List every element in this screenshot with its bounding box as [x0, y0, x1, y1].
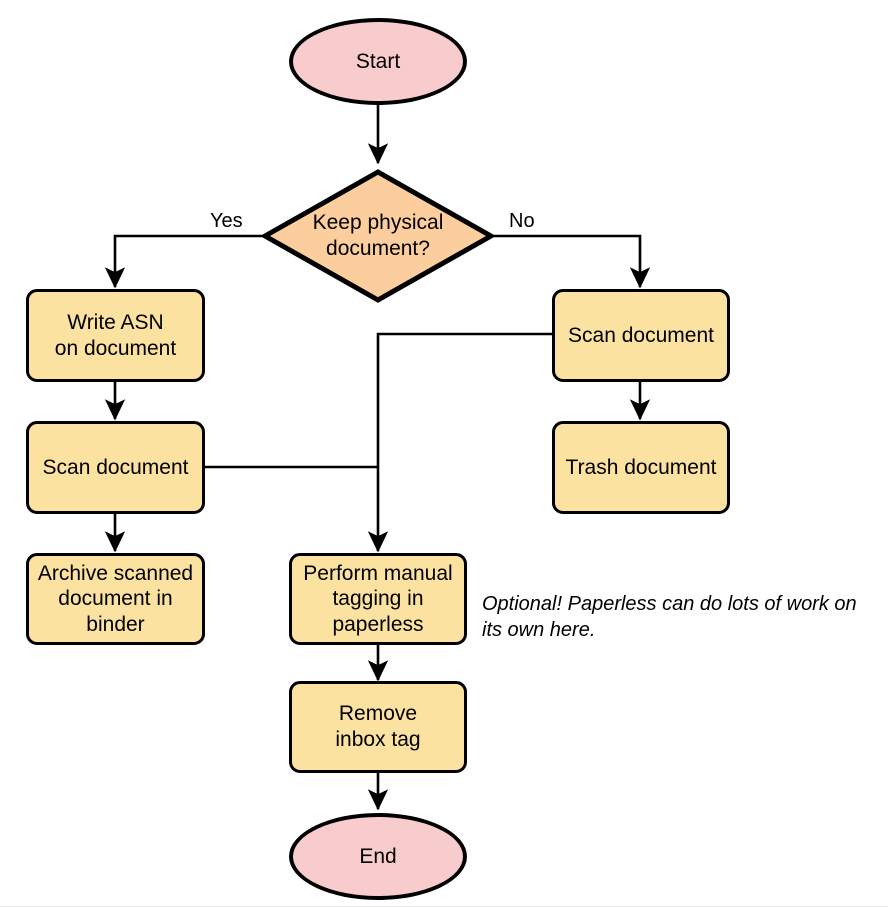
edge-label-no: No — [509, 210, 535, 232]
node-keep-physical-document[interactable]: Keep physical document? — [262, 169, 494, 303]
node-remove-inbox-tag[interactable]: Remove inbox tag — [289, 681, 467, 773]
node-end[interactable]: End — [289, 813, 467, 900]
edge-label-yes: Yes — [210, 210, 243, 232]
node-trash-document[interactable]: Trash document — [552, 421, 730, 514]
edge-scan-right-to-manual-tagging — [367, 332, 552, 553]
node-scan-document-left[interactable]: Scan document — [26, 421, 205, 514]
node-write-asn[interactable]: Write ASN on document — [26, 289, 205, 382]
node-scan-document-right[interactable]: Scan document — [552, 289, 730, 382]
node-archive-scanned-document-in-binder[interactable]: Archive scanned document in binder — [26, 553, 205, 645]
annotation-optional-note: Optional! Paperless can do lots of work … — [482, 593, 857, 641]
node-start[interactable]: Start — [289, 18, 467, 105]
diamond-shape — [262, 169, 494, 303]
edge-decision-yes-to-write-asn — [104, 234, 262, 289]
edge-decision-no-to-scan-right — [494, 234, 651, 289]
node-perform-manual-tagging[interactable]: Perform manual tagging in paperless — [289, 553, 467, 645]
